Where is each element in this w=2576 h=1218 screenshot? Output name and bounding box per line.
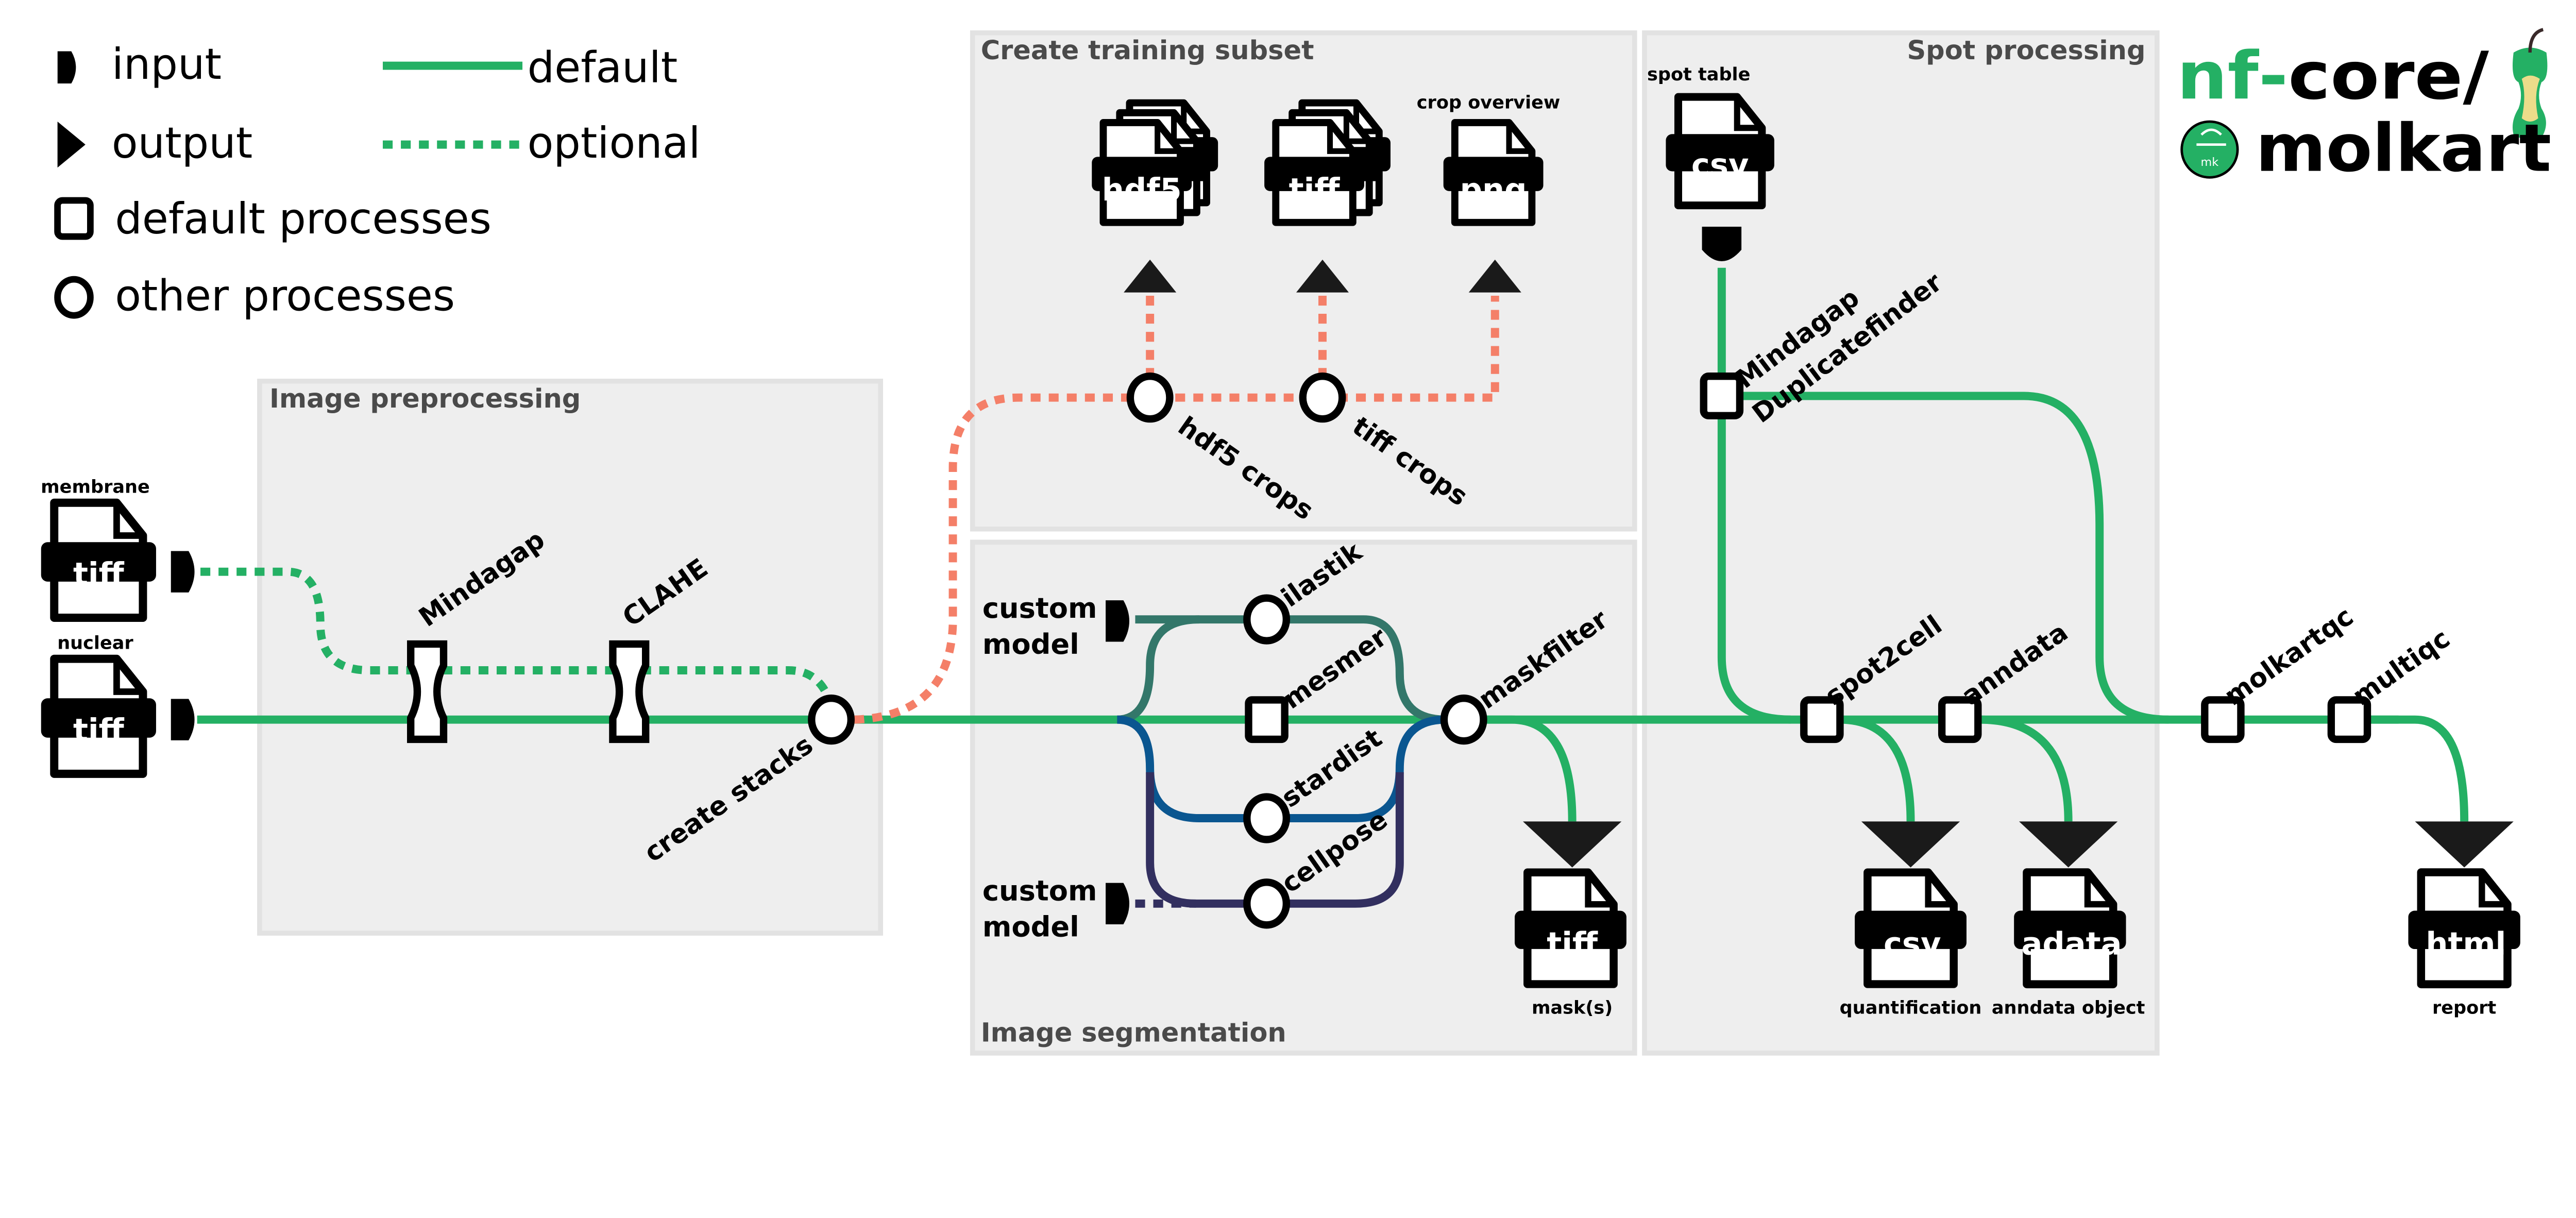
apple-core-icon [2512, 28, 2548, 140]
input-spot-table: spot table csv [1647, 64, 1774, 262]
section-title: Image segmentation [981, 1018, 1286, 1048]
output-triangle-icon [2019, 821, 2118, 868]
svg-text:mask(s): mask(s) [1532, 997, 1613, 1018]
hourglass-icon [407, 640, 448, 743]
svg-text:tiff: tiff [73, 556, 125, 593]
input-custom-model-1: custom model [982, 592, 1129, 661]
output-icon [57, 121, 86, 168]
output-anndata-object: adata anndata object [1992, 821, 2145, 1018]
input-icon [57, 51, 76, 83]
legend-default: default [528, 42, 678, 92]
svg-text:multiqc: multiqc [2347, 623, 2455, 712]
svg-text:html: html [2426, 926, 2506, 962]
legend-default-processes: default processes [115, 194, 492, 244]
section-title: Image preprocessing [269, 384, 581, 414]
hourglass-icon [609, 640, 650, 743]
output-tiff-crops: tiff [1264, 103, 1391, 293]
svg-text:nf-core/: nf-core/ [2177, 38, 2489, 114]
svg-text:molkartqc: molkartqc [2219, 601, 2359, 712]
svg-text:model: model [982, 628, 1079, 661]
svg-text:custom: custom [982, 592, 1097, 624]
logo-name: molkart [2256, 111, 2551, 187]
output-report: html report [2408, 821, 2520, 1018]
molkart-badge: mk [2180, 120, 2239, 179]
svg-text:csv: csv [1884, 926, 1941, 962]
svg-text:report: report [2432, 997, 2496, 1018]
svg-text:nuclear: nuclear [57, 633, 133, 654]
svg-text:adata: adata [2022, 926, 2122, 962]
input-icon [1106, 600, 1129, 642]
svg-text:crop overview: crop overview [1417, 92, 1561, 113]
svg-text:custom: custom [982, 874, 1097, 907]
molkart-pipeline-diagram: Image preprocessing Create training subs… [0, 28, 2551, 1056]
legend: input output default processes other pro… [54, 39, 701, 321]
input-icon [1702, 227, 1742, 262]
output-triangle-icon [1296, 259, 1349, 293]
input-custom-model-2: custom model [982, 874, 1129, 943]
legend-input: input [112, 39, 222, 89]
input-membrane: membrane tiff [41, 477, 195, 618]
output-triangle-icon [1522, 821, 1622, 868]
legend-other-processes: other processes [115, 271, 455, 321]
panel-image-preprocessing: Image preprocessing [257, 379, 883, 936]
svg-text:tiff: tiff [1547, 926, 1598, 962]
output-masks: tiff mask(s) [1515, 821, 1626, 1018]
nf-core-molkart-logo: nf-core/ mk molkart [2177, 28, 2551, 187]
output-triangle-icon [1861, 821, 1960, 868]
circle-icon [54, 276, 94, 319]
input-icon [171, 699, 195, 740]
legend-optional: optional [528, 118, 701, 168]
output-quantification: csv quantification [1840, 821, 1982, 1018]
svg-text:hdf5: hdf5 [1102, 172, 1182, 208]
output-triangle-icon [1124, 259, 1177, 293]
output-triangle-icon [1468, 259, 1521, 293]
svg-text:csv: csv [1691, 147, 1749, 183]
input-icon [171, 551, 195, 593]
input-icon [1106, 883, 1129, 924]
output-hdf5: hdf5 [1092, 103, 1218, 293]
svg-text:membrane: membrane [41, 477, 150, 498]
svg-text:anndata object: anndata object [1992, 997, 2145, 1018]
svg-text:tiff: tiff [73, 713, 125, 749]
svg-text:mk: mk [2201, 156, 2219, 169]
output-crop-overview: crop overview png [1417, 92, 1561, 293]
square-icon [54, 197, 94, 240]
section-title: Create training subset [981, 36, 1314, 66]
input-nuclear: nuclear tiff [41, 633, 195, 774]
section-title: Spot processing [1907, 36, 2145, 66]
output-triangle-icon [2415, 821, 2514, 868]
svg-text:png: png [1460, 172, 1527, 208]
svg-text:quantification: quantification [1840, 997, 1982, 1018]
svg-text:model: model [982, 911, 1079, 943]
svg-text:spot table: spot table [1647, 64, 1750, 85]
svg-text:tiff: tiff [1289, 172, 1341, 208]
legend-output: output [112, 118, 252, 168]
